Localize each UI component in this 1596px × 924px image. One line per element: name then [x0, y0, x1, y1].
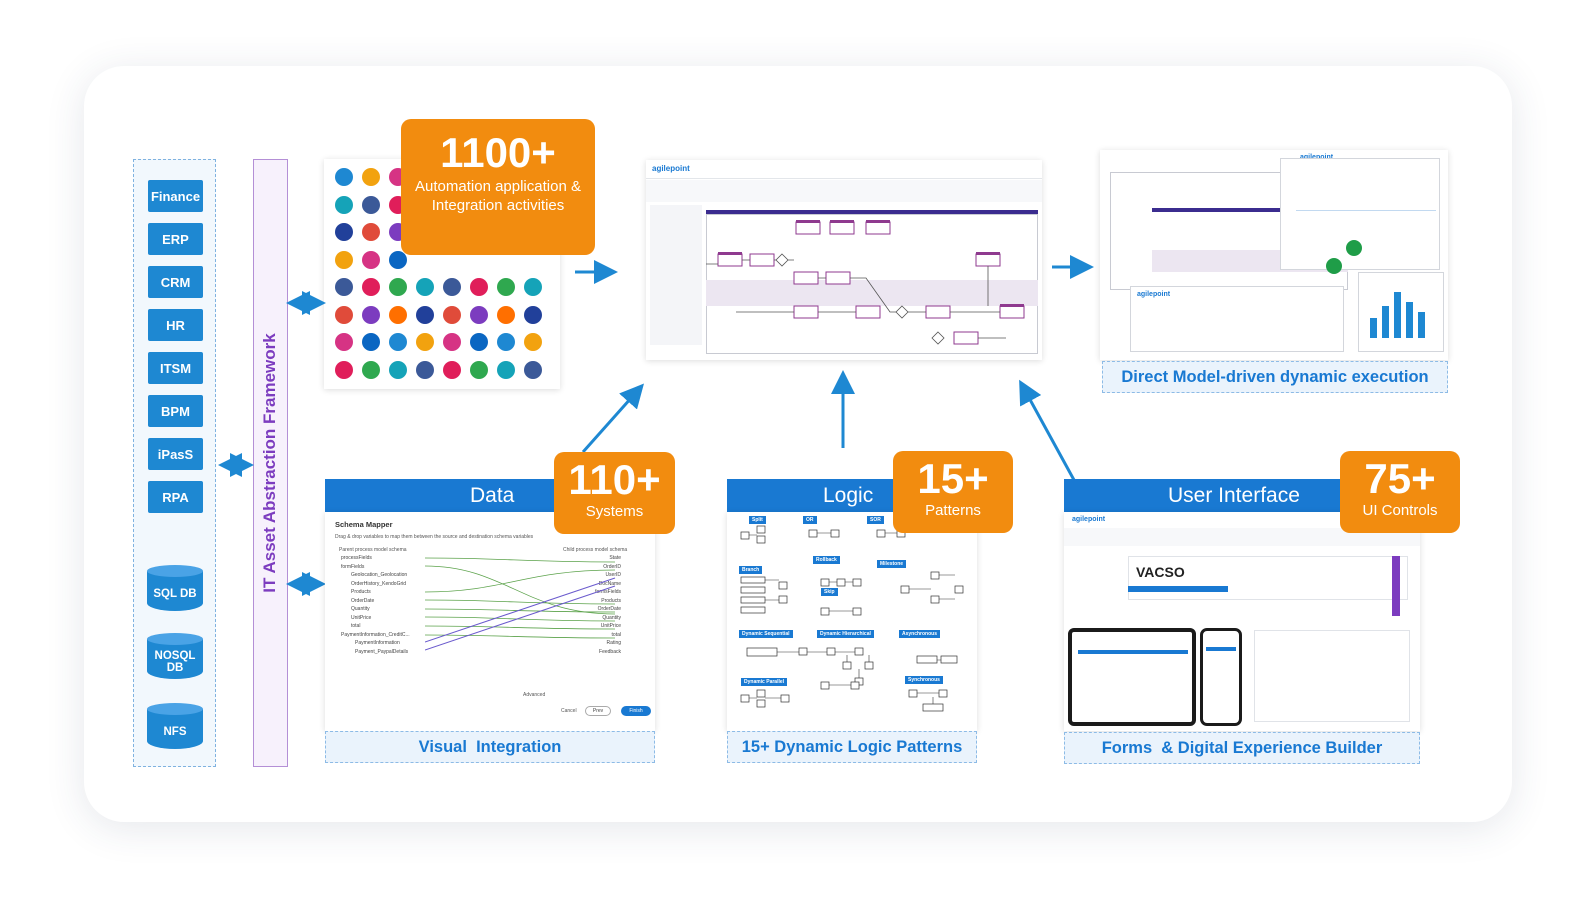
left-schema-item[interactable]: total — [351, 623, 360, 629]
vacso-logo-text: VACSO — [1136, 564, 1185, 580]
cancel-button[interactable]: Cancel — [561, 708, 577, 714]
check-icon — [1346, 240, 1362, 256]
systems-text: Systems — [554, 502, 675, 521]
execution-caption-suffix: dynamic execution — [1280, 368, 1429, 387]
left-schema-item[interactable]: formFields — [341, 564, 364, 570]
patterns-number: 15+ — [893, 457, 1013, 501]
patterns-text: Patterns — [893, 501, 1013, 520]
left-schema-item[interactable]: PaymentInformation_CreditC... — [341, 632, 410, 638]
phone-preview — [1200, 628, 1242, 726]
systems-badge: 110+ Systems — [554, 452, 675, 534]
vacso-logo: VACSO — [1136, 564, 1185, 580]
execution-caption: Direct Model-driven dynamic execution — [1102, 361, 1448, 393]
left-schema-header: Parent process model schema — [339, 547, 407, 553]
logic-pattern-diagrams — [727, 512, 977, 731]
systems-number: 110+ — [554, 458, 675, 502]
left-schema-item[interactable]: OrderDate — [351, 598, 374, 604]
forms-builder-caption: Forms & Digital Experience Builder — [1064, 732, 1420, 764]
ui-controls-badge: 75+ UI Controls — [1340, 451, 1460, 533]
left-schema-item[interactable]: UnitPrice — [351, 615, 371, 621]
schema-mapper-panel: Schema Mapper Drag & drop variables to m… — [325, 512, 655, 731]
form-builder-screenshot: agilepoint VACSO — [1064, 512, 1420, 731]
execution-bar-chart — [1366, 284, 1436, 344]
ui-brand: agilepoint — [1072, 516, 1105, 523]
execution-screenshot: agilepoint agilepoint — [1100, 150, 1448, 360]
mapper-hint: Drag & drop variables to map them betwee… — [335, 534, 533, 540]
left-schema-item[interactable]: Geolocation_Geolocation — [351, 572, 407, 578]
ui-controls-text: UI Controls — [1340, 501, 1460, 520]
logic-patterns-panel: SplitORSORBranchRollbackMilestoneSkipDyn… — [727, 512, 977, 731]
finish-button[interactable]: Finish — [621, 706, 651, 716]
right-schema-header: Child process model schema — [563, 547, 627, 553]
left-schema-item[interactable]: processFields — [341, 555, 372, 561]
advanced-label[interactable]: Advanced — [523, 692, 545, 698]
left-schema-item[interactable]: PaymentInformation — [355, 640, 400, 646]
left-schema-item[interactable]: Quantity — [351, 606, 370, 612]
left-schema-item[interactable]: Payment_PaypalDetails — [355, 649, 408, 655]
logic-patterns-caption: 15+ Dynamic Logic Patterns — [727, 731, 977, 763]
patterns-badge: 15+ Patterns — [893, 451, 1013, 533]
visual-integration-caption: Visual Integration — [325, 731, 655, 763]
left-schema-item[interactable]: Products — [351, 589, 371, 595]
ui-controls-number: 75+ — [1340, 457, 1460, 501]
tablet-preview — [1068, 628, 1196, 726]
mapping-lines — [425, 554, 625, 664]
mapper-title: Schema Mapper — [335, 520, 393, 529]
left-schema-item[interactable]: OrderHistory_KendoGrid — [351, 581, 406, 587]
prev-button[interactable]: Prev — [585, 706, 611, 716]
user-interface-header: User Interface — [1064, 479, 1356, 512]
check-icon-2 — [1326, 258, 1342, 274]
execution-brand-table: agilepoint — [1137, 291, 1170, 298]
execution-caption-bold: Model-driven — [1173, 368, 1276, 387]
execution-caption-prefix: Direct — [1121, 368, 1168, 387]
